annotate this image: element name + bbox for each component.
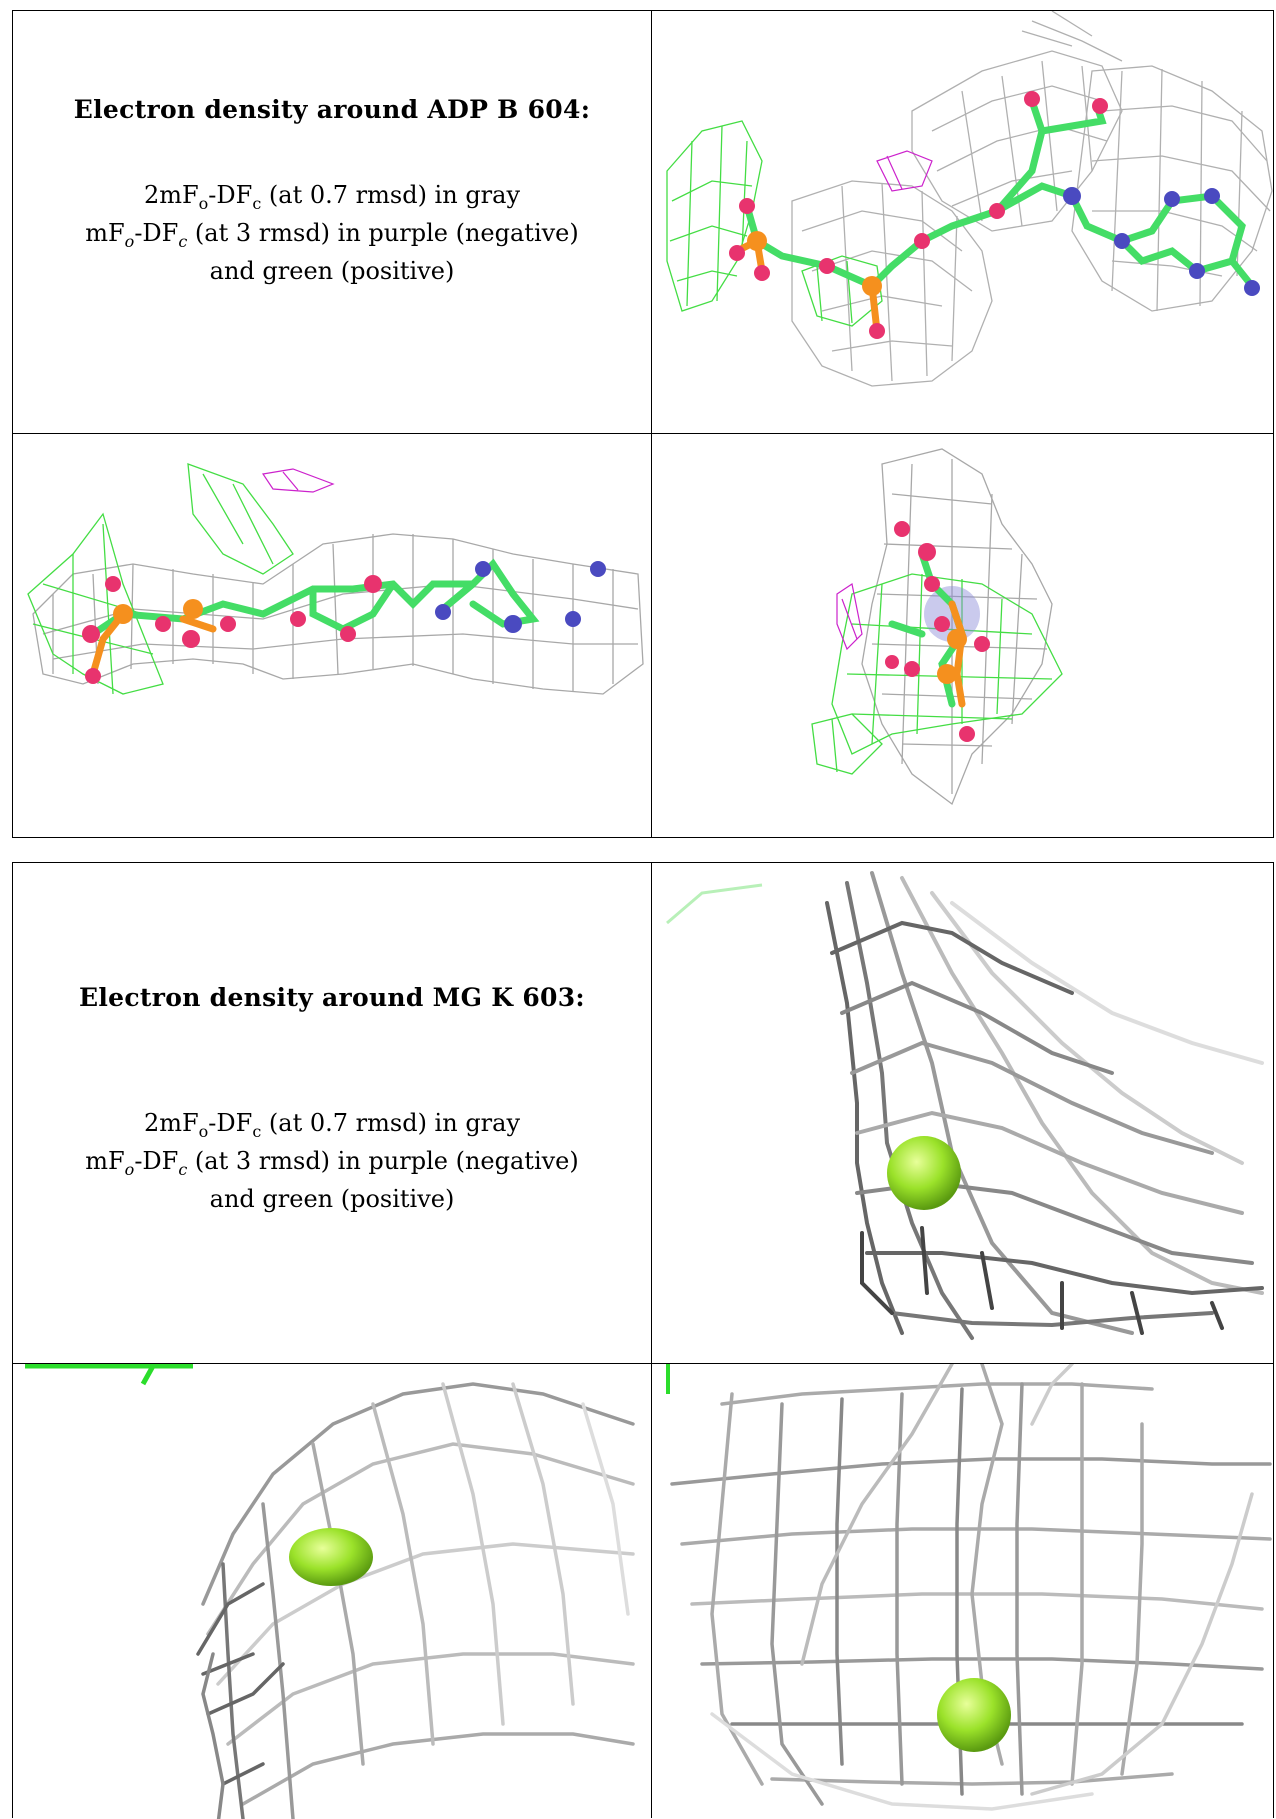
legend-text: 2mFo-DFc (at 0.7 rmsd) in gray mFo-DFc (…	[13, 176, 651, 290]
gray-density-mesh	[825, 871, 1264, 1340]
legend-line-positive: and green (positive)	[209, 1185, 455, 1213]
legend-line-diff: mFo-DFc (at 3 rmsd) in purple (negative)	[85, 1147, 579, 1179]
legend-line-gray: 2mFo-DFc (at 0.7 rmsd) in gray	[143, 181, 521, 213]
gray-density-mesh	[791, 11, 1273, 387]
legend-line-diff: mFo-DFc (at 3 rmsd) in purple (negative)	[85, 219, 579, 251]
green-difference-mesh	[666, 120, 883, 327]
purple-difference-mesh	[836, 583, 863, 651]
table-divider	[651, 863, 652, 1818]
mg-density-table: Electron density around MG K 603: 2mFo-D…	[12, 862, 1274, 1819]
adp-caption: Electron density around ADP B 604: 2mFo-…	[13, 95, 651, 290]
adp-view-3	[652, 434, 1274, 839]
section-title: Electron density around MG K 603:	[79, 983, 585, 1012]
mg-caption: Electron density around MG K 603: 2mFo-D…	[13, 983, 651, 1218]
gray-density-mesh	[196, 1382, 635, 1819]
table-divider	[651, 11, 652, 837]
magnesium-atom	[887, 1136, 961, 1210]
purple-difference-mesh	[261, 468, 335, 493]
adp-view-1	[652, 11, 1274, 433]
mg-view-3	[652, 1364, 1274, 1819]
magnesium-atom	[289, 1528, 373, 1586]
adp-atoms	[729, 91, 1260, 339]
legend-line-positive: and green (positive)	[209, 257, 455, 285]
adp-view-2	[13, 434, 651, 839]
green-difference-mesh	[25, 1364, 193, 1386]
table-divider	[13, 1363, 1273, 1364]
legend-line-gray: 2mFo-DFc (at 0.7 rmsd) in gray	[143, 1109, 521, 1141]
table-divider	[13, 433, 1273, 434]
mg-view-1	[652, 863, 1274, 1363]
adp-density-table: Electron density around ADP B 604: 2mFo-…	[12, 10, 1274, 838]
green-difference-mesh	[666, 883, 763, 925]
legend-text: 2mFo-DFc (at 0.7 rmsd) in gray mFo-DFc (…	[13, 1104, 651, 1218]
section-title: Electron density around ADP B 604:	[73, 95, 591, 124]
adp-atoms	[885, 521, 990, 742]
mg-view-2	[13, 1364, 651, 1819]
purple-difference-mesh	[876, 150, 933, 192]
magnesium-atom	[937, 1678, 1011, 1752]
gray-density-mesh	[861, 448, 1053, 806]
adp-atoms	[82, 561, 606, 684]
